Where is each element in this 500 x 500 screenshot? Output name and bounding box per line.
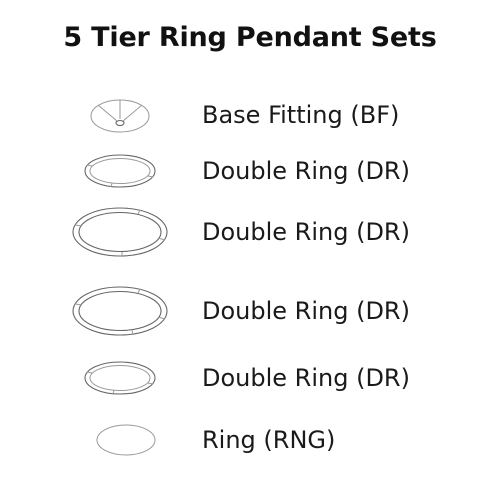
list-item-ring: Ring (RNG) xyxy=(0,410,500,470)
item-label: Double Ring (DR) xyxy=(202,364,410,392)
list-item-double-ring: Double Ring (DR) xyxy=(0,202,500,262)
list-item-base-fitting: Base Fitting (BF) xyxy=(0,85,500,145)
list-item-double-ring: Double Ring (DR) xyxy=(0,348,500,408)
double-ring-icon xyxy=(84,361,156,395)
ring-icon xyxy=(96,424,156,456)
double-ring-icon xyxy=(72,286,168,336)
list-item-double-ring: Double Ring (DR) xyxy=(0,281,500,341)
item-label: Ring (RNG) xyxy=(202,426,336,454)
double-ring-icon xyxy=(72,207,168,257)
list-item-double-ring: Double Ring (DR) xyxy=(0,141,500,201)
base-fitting-icon xyxy=(90,99,150,133)
item-label: Double Ring (DR) xyxy=(202,297,410,325)
item-label: Double Ring (DR) xyxy=(202,218,410,246)
double-ring-icon xyxy=(84,154,156,188)
item-label: Double Ring (DR) xyxy=(202,157,410,185)
page-title: 5 Tier Ring Pendant Sets xyxy=(63,22,437,53)
item-label: Base Fitting (BF) xyxy=(202,101,400,129)
